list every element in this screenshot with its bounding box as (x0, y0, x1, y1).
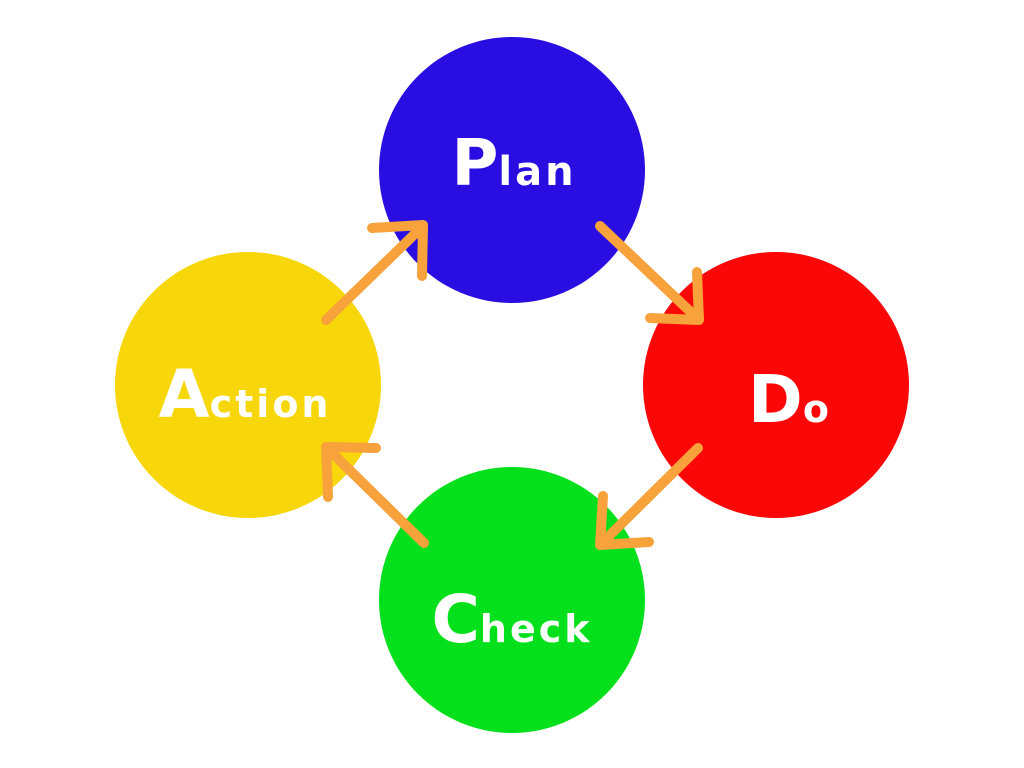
node-check-label: Check (431, 581, 592, 658)
node-action-label-initial: A (159, 356, 210, 433)
arrow-plan-to-do-shaft (595, 221, 702, 323)
arrow-action-to-plan (321, 220, 428, 325)
arrow-check-to-action-head (321, 442, 381, 502)
arrow-plan-to-do-head (645, 267, 704, 325)
node-do-label-rest: o (803, 387, 832, 431)
arrow-action-to-plan-head (367, 220, 428, 281)
node-check-circle (379, 467, 645, 733)
node-plan: Plan (379, 37, 645, 303)
node-check-label-initial: C (431, 581, 479, 658)
node-action-label-rest: ction (210, 382, 332, 426)
node-do-circle (643, 252, 909, 518)
node-plan-label: Plan (451, 127, 576, 201)
arrow-action-to-plan-shaft (321, 222, 427, 325)
node-check-label-rest: heck (480, 607, 593, 651)
node-check: Check (379, 467, 645, 733)
node-plan-label-rest: lan (498, 149, 576, 195)
node-action-circle (115, 252, 381, 518)
node-action: Action (115, 252, 381, 518)
node-do-label: Do (748, 361, 832, 438)
node-plan-label-initial: P (451, 127, 498, 201)
arrow-check-to-action (321, 442, 429, 548)
arrow-do-to-check (595, 443, 703, 550)
arrow-do-to-check-shaft (597, 443, 703, 548)
arrow-check-to-action-shaft (323, 444, 429, 548)
node-plan-circle (379, 37, 645, 303)
node-do-label-initial: D (748, 361, 803, 438)
node-action-label: Action (159, 356, 332, 433)
arrow-do-to-check-head (595, 491, 654, 550)
arrow-plan-to-do (595, 221, 704, 325)
node-do: Do (643, 252, 909, 518)
